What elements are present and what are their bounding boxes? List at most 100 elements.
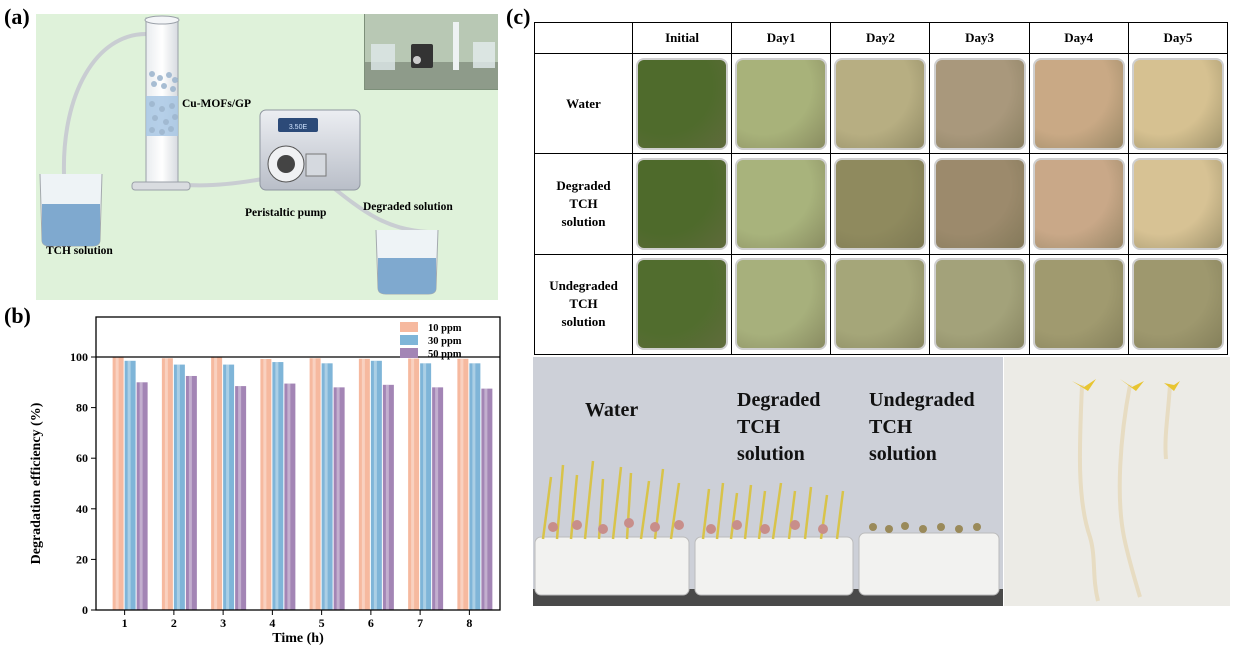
- tray-photo: [933, 258, 1026, 351]
- bar-50-ppm-8: [481, 388, 493, 610]
- col-header: Day5: [1127, 22, 1229, 54]
- bar-50-ppm-6: [382, 384, 394, 610]
- tray-photo-cell: [1127, 52, 1229, 155]
- beaker-degraded-solution: [375, 229, 439, 295]
- bar-highlight: [373, 360, 377, 610]
- bar-highlight: [164, 358, 168, 610]
- photo-label-undegraded: Undegraded TCH solution: [869, 389, 975, 465]
- row-label-line: Water: [566, 95, 601, 111]
- bar-10-ppm-2: [161, 358, 173, 610]
- panel-a-schematic: 3.50E Cu-MOFs/GP Peristaltic pump Degrad…: [36, 14, 498, 300]
- tray-photo: [735, 157, 828, 250]
- panel-b-label: (b): [4, 303, 31, 328]
- bar-30-ppm-5: [321, 363, 333, 610]
- tray-photo: [1032, 258, 1125, 351]
- bar-10-ppm-6: [358, 358, 370, 610]
- lab-setup-photo: [364, 14, 498, 90]
- bar-highlight: [385, 384, 389, 610]
- tray-photo: [933, 157, 1026, 250]
- bar-highlight: [176, 364, 180, 610]
- label-column: Cu-MOFs/GP: [182, 98, 251, 110]
- header-corner: [534, 22, 633, 54]
- tray-photo-cell: [830, 253, 931, 356]
- bar-highlight: [115, 357, 119, 610]
- tray-photo: [1032, 157, 1125, 250]
- tray-photo-cell: [929, 253, 1030, 356]
- tray-photo: [636, 57, 729, 150]
- bar-highlight: [263, 359, 267, 610]
- bar-50-ppm-3: [235, 386, 247, 610]
- tray-photo-cell: [1028, 52, 1129, 155]
- photo-label-degraded: Degraded TCH solution: [737, 389, 821, 465]
- row-label: Water: [534, 52, 633, 155]
- beaker-tch-solution: [39, 173, 103, 247]
- tray-photo: [834, 258, 927, 351]
- table-header-row: Initial Day1 Day2 Day3 Day4 Day5: [534, 22, 1229, 54]
- legend-swatch: [400, 335, 418, 345]
- bar-highlight: [312, 358, 316, 610]
- x-tick-label: 6: [368, 616, 374, 630]
- bar-highlight: [423, 363, 427, 610]
- bar-50-ppm-2: [185, 375, 197, 610]
- row-label-line: solution: [561, 314, 606, 330]
- tray-photo-cell: [929, 153, 1030, 255]
- legend-swatch: [400, 348, 418, 358]
- y-tick-label: 0: [82, 603, 88, 617]
- tray-photo: [636, 258, 729, 351]
- bar-highlight: [139, 382, 143, 610]
- bar-30-ppm-6: [370, 360, 382, 610]
- bar-highlight: [226, 364, 230, 610]
- x-tick-label: 5: [319, 616, 325, 630]
- legend-label: 50 ppm: [428, 349, 462, 360]
- row-label-line: TCH: [569, 296, 598, 312]
- bar-highlight: [411, 358, 415, 610]
- col-header: Day1: [731, 22, 832, 54]
- single-sprouts-photo: [1004, 357, 1230, 606]
- tray-photo: [735, 258, 828, 351]
- y-tick-label: 60: [76, 451, 88, 465]
- bar-50-ppm-4: [284, 383, 296, 610]
- tube-inlet: [61, 32, 147, 175]
- tray-photo: [636, 157, 729, 250]
- label-pump: Peristaltic pump: [245, 207, 327, 219]
- bar-highlight: [460, 358, 464, 610]
- bar-highlight: [214, 357, 218, 610]
- plot-frame: [95, 316, 501, 611]
- bar-highlight: [361, 358, 365, 610]
- y-tick-label: 100: [70, 350, 88, 364]
- column-cu-mofs-gp: [131, 15, 191, 191]
- tray-photo-cell: [731, 52, 832, 155]
- tray-photo: [1032, 57, 1125, 150]
- col-header: Day2: [830, 22, 931, 54]
- tray-photo: [834, 157, 927, 250]
- row-label-line: solution: [561, 213, 606, 229]
- bar-highlight: [188, 375, 192, 610]
- bar-highlight: [275, 362, 279, 610]
- photo-label-water: Water: [585, 399, 639, 421]
- peristaltic-pump: 3.50E: [259, 109, 361, 191]
- x-tick-label: 7: [417, 616, 423, 630]
- tray-photo-cell: [731, 153, 832, 255]
- tray-photo-cell: [731, 253, 832, 356]
- schematic-drawing: 3.50E: [39, 15, 439, 295]
- seedling-trays-photo: Water Degraded TCH solution Undegraded T…: [533, 357, 1003, 606]
- bar-50-ppm-7: [432, 387, 444, 610]
- tray-photo-cell: [1127, 253, 1229, 356]
- legend-swatch: [400, 322, 418, 332]
- tray-photo-cell: [929, 52, 1030, 155]
- row-label-line: Undegraded: [549, 278, 618, 294]
- bar-highlight: [435, 387, 439, 610]
- tray-photo-cell: [1127, 153, 1229, 255]
- y-tick-label: 80: [76, 401, 88, 415]
- tray-photo-cell: [1028, 253, 1129, 356]
- svg-text:3.50E: 3.50E: [289, 124, 308, 131]
- bar-highlight: [336, 387, 340, 610]
- x-axis-label: Time (h): [272, 631, 324, 646]
- x-tick-label: 3: [220, 616, 226, 630]
- bar-30-ppm-2: [173, 364, 185, 610]
- x-tick-label: 1: [122, 616, 128, 630]
- bar-50-ppm-5: [333, 387, 345, 610]
- row-label-line: Degraded: [556, 177, 611, 193]
